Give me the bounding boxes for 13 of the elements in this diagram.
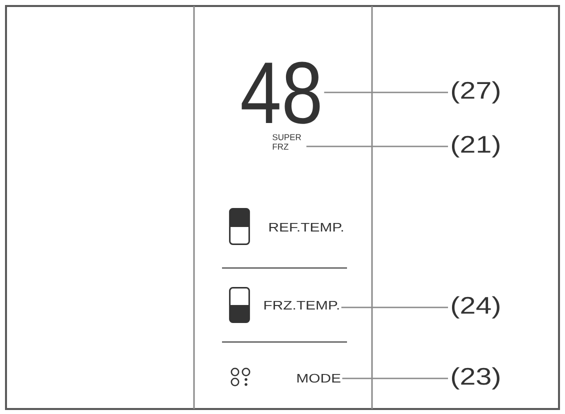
callout-number: (21) (452, 135, 500, 158)
display-digits: 48 (242, 62, 320, 124)
leader-line (342, 378, 448, 380)
callout-number: (24) (452, 296, 500, 319)
leader-line (324, 92, 448, 94)
callout-number: (27) (452, 81, 500, 104)
button-label: FRZ.TEMP. (264, 300, 339, 310)
button-label: MODE (297, 374, 340, 383)
status-label: SUPER FRZ (272, 134, 301, 150)
button-label: REF.TEMP. (269, 222, 343, 232)
leader-line (306, 146, 448, 148)
leader-line (341, 306, 448, 308)
callout-number: (23) (452, 367, 500, 390)
